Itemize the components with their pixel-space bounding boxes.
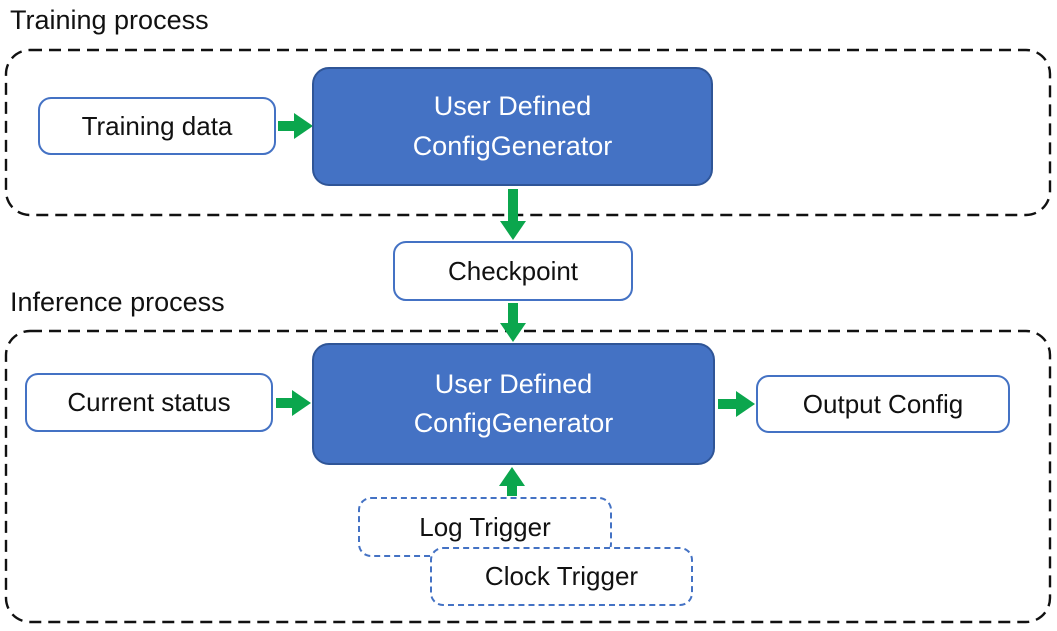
current-status-box: Current status	[25, 373, 273, 432]
training-data-box: Training data	[38, 97, 276, 155]
checkpoint-box: Checkpoint	[393, 241, 633, 301]
config-generator-training-box: User Defined ConfigGenerator	[312, 67, 713, 186]
config-generator-inference-box: User Defined ConfigGenerator	[312, 343, 715, 465]
clock-trigger-box: Clock Trigger	[430, 547, 693, 606]
inference-process-label: Inference process	[10, 287, 225, 317]
inference-process-container	[4, 329, 1052, 624]
output-config-box: Output Config	[756, 375, 1010, 433]
training-process-label: Training process	[10, 5, 209, 35]
training-process-container	[4, 48, 1052, 217]
